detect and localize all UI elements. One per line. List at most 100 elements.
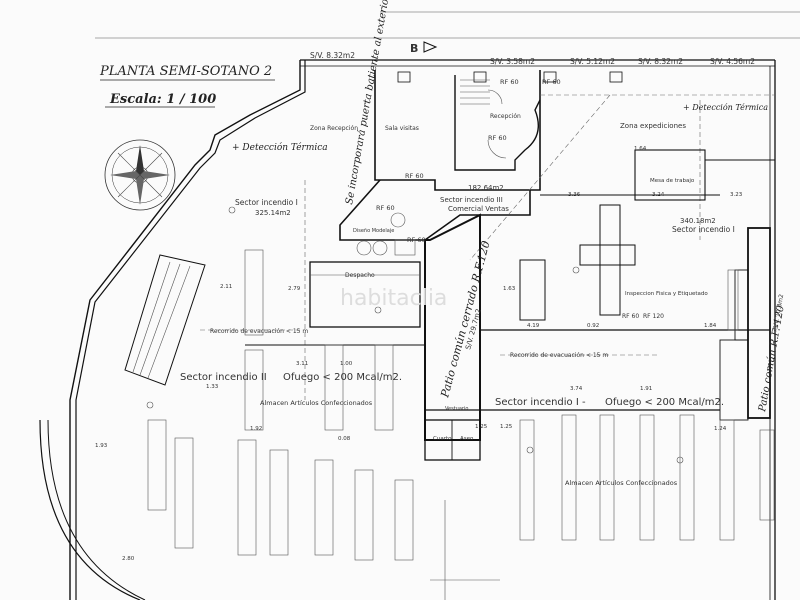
compass-rose-icon <box>104 139 176 211</box>
area-value: 182.64m2 <box>468 184 504 192</box>
rf-label: RF 60 <box>500 78 519 86</box>
room-label: Vestuario <box>445 406 468 412</box>
dimension: 1.84 <box>704 323 717 329</box>
curved-facade-icon <box>39 419 141 600</box>
room-label: Diseño Modelaje <box>353 228 394 234</box>
dimension: 1.24 <box>714 426 727 432</box>
dimension: 2.79 <box>288 286 301 292</box>
inspection-table <box>599 204 621 316</box>
handwritten-detection: + Detección Térmica <box>683 103 768 112</box>
dimension: 0.92 <box>587 323 599 329</box>
column <box>397 71 411 83</box>
curved-facade-inner <box>47 419 146 600</box>
area-value: 325.14m2 <box>255 209 291 217</box>
ofuego-label: Ofuego < 200 Mcal/m2. <box>283 372 402 383</box>
rf-label: RF 60 <box>376 204 395 212</box>
dimension: 1.33 <box>206 384 219 390</box>
reception-block-walls <box>374 70 541 191</box>
sector-label: Sector incendio I <box>672 225 735 234</box>
dimension: 1.00 <box>340 361 353 367</box>
dimension: 1.93 <box>95 443 108 449</box>
office-room <box>309 261 421 328</box>
small-rooms-group <box>356 212 416 256</box>
rf-label: RF 120 <box>643 313 664 320</box>
column <box>609 71 623 83</box>
zone-boundary-diagonal <box>469 94 611 261</box>
room-label: Mesa de trabajo <box>650 178 695 184</box>
column <box>473 71 487 83</box>
north-marker: B <box>410 42 418 55</box>
sector-label: Comercial Ventas <box>448 205 509 213</box>
work-bench <box>579 244 636 266</box>
evac-label: Recorrido de evacuación < 15 m <box>210 328 308 335</box>
plan-title: PLANTA SEMI-SOTANO 2 <box>99 64 272 79</box>
room-label: Almacen Artículos Confeccionados <box>260 399 373 407</box>
rf-label: RF 60 <box>488 134 507 142</box>
dimension: 1.25 <box>500 424 513 430</box>
rf-label: RF 60 <box>407 236 426 244</box>
work-bench <box>519 259 546 321</box>
shelving-racks-right <box>519 269 775 541</box>
dimension: 2.11 <box>220 284 232 290</box>
room-label: Zona expediciones <box>620 122 686 130</box>
loading-ramp <box>124 254 206 386</box>
enclosed-patio <box>424 213 481 441</box>
area-label: S/V. 5.12m2 <box>570 57 615 66</box>
dimension: 1.64 <box>634 146 647 152</box>
scale-label: Escala: 1 / 100 <box>109 92 216 107</box>
room-label: Sala visitas <box>385 125 419 132</box>
dimension: 2.80 <box>122 556 135 562</box>
area-label: S/V. 8.32m2 <box>638 57 683 66</box>
room-label: Zona Recepción <box>310 125 358 132</box>
work-table-area <box>634 149 706 201</box>
room-label: Cuarto <box>433 436 452 442</box>
handwritten-note: Se incorporará puerta batiente al exteri… <box>344 0 392 206</box>
door-swing-icon <box>487 89 503 105</box>
dimension: 4.19 <box>527 323 540 329</box>
room-label: Recepción <box>490 113 521 120</box>
ofuego-label: Ofuego < 200 Mcal/m2. <box>605 397 724 408</box>
exterior-wall-left-inner <box>75 60 306 600</box>
reception-room-walls <box>454 75 541 171</box>
fire-extinguisher-icon <box>146 206 684 464</box>
work-bench <box>719 339 749 421</box>
dimension: 3.23 <box>730 192 743 198</box>
dimension: 3.74 <box>570 386 583 392</box>
dimension: 3.11 <box>296 361 308 367</box>
door-swing-icon <box>487 139 507 159</box>
evac-label: Recorrido de evacuación < 15 m <box>510 352 608 359</box>
rf-label: RF 60 <box>542 78 561 86</box>
shelving-racks-left <box>147 249 414 561</box>
sector-label: Sector incendio III <box>440 196 503 204</box>
dimension: 0.08 <box>338 436 351 442</box>
dimension: 1.91 <box>640 386 652 392</box>
toilets-block <box>424 419 481 461</box>
dimension: 3.36 <box>568 192 581 198</box>
sector-label: Sector incendio II <box>180 372 267 383</box>
north-arrow-icon <box>423 41 438 53</box>
area-label: S/V. 3.58m2 <box>490 57 535 66</box>
handwritten-detection: + Detección Térmica <box>232 142 328 153</box>
dimension: 1.63 <box>503 286 516 292</box>
watermark: habitaclia <box>340 286 447 311</box>
sector-label: Sector incendio I - <box>495 397 586 408</box>
area-label: S/V. 8.32m2 <box>310 51 355 60</box>
patio-label: Patio común R.F.-120 <box>757 304 787 413</box>
room-label: Despacho <box>345 272 375 279</box>
dimension: 3.24 <box>652 192 665 198</box>
patio-label: Patio común cerrado R.F.120 <box>438 239 493 399</box>
sector-label: Sector incendio I <box>235 198 298 207</box>
room-label: Almacen Artículos Confeccionados <box>565 479 678 487</box>
room-label: Inspeccion Fisica y Etiquetado <box>625 291 708 297</box>
area-label: S/V. 4.56m2 <box>710 57 755 66</box>
rf-label: RF 60 <box>622 313 639 320</box>
rf-label: RF 60 <box>405 172 424 180</box>
dimension: 1.25 <box>475 424 488 430</box>
dimension: 1.92 <box>250 426 262 432</box>
room-label: Aseo <box>460 436 474 442</box>
column <box>543 71 557 83</box>
area-value: 340.18m2 <box>680 217 716 225</box>
exterior-wall-left <box>69 60 301 600</box>
